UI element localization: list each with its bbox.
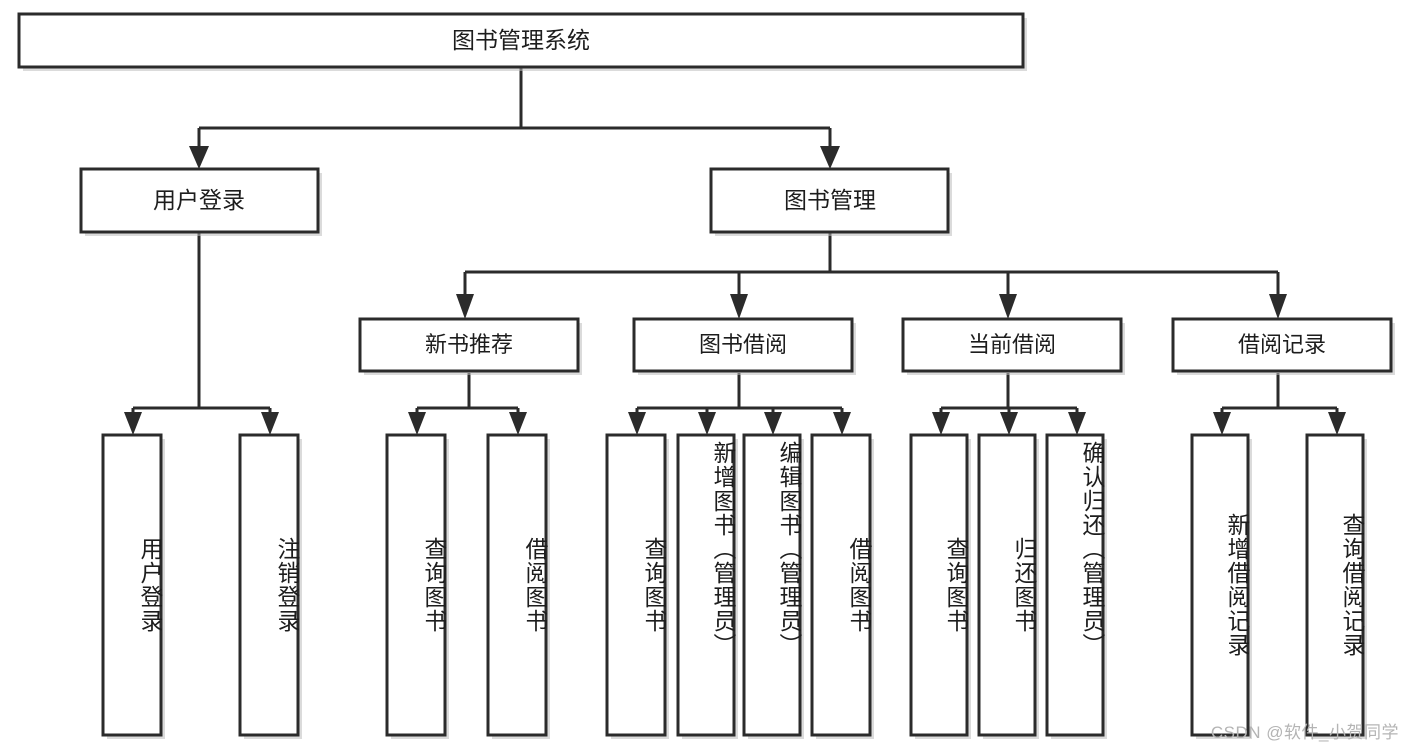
arrow-to-leaf-rec-query: [408, 412, 426, 435]
node-user-login[interactable]: 用户登录: [79, 167, 322, 236]
arrow-to-leaf-rec-borrow: [509, 412, 527, 435]
leaf-boxes: [101, 433, 1367, 739]
current-borrow-label: 当前借阅: [968, 332, 1056, 357]
csdn-watermark: CSDN @软件_小贺同学: [1210, 723, 1399, 742]
node-current-borrow[interactable]: 当前借阅: [901, 317, 1125, 375]
arrow-to-book-borrow: [730, 294, 748, 319]
root-label: 图书管理系统: [452, 27, 590, 53]
arrow-to-leaf-user-login: [124, 412, 142, 435]
book-manage-box[interactable]: [709, 167, 950, 234]
leaf-record-add-box[interactable]: [1190, 433, 1250, 737]
arrow-to-new-book-rec: [456, 294, 474, 319]
leaf-current-confirm-box[interactable]: [1045, 433, 1105, 737]
leaf-borrow-do-box[interactable]: [810, 433, 872, 737]
node-new-book-rec[interactable]: 新书推荐: [358, 317, 582, 375]
arrow-to-leaf-user-logout: [261, 412, 279, 435]
leaf-user-login-box[interactable]: [101, 433, 163, 737]
leaf-borrow-add-box[interactable]: [676, 433, 736, 737]
node-borrow-record[interactable]: 借阅记录: [1171, 317, 1395, 375]
book-manage-label: 图书管理: [784, 187, 876, 213]
user-login-box[interactable]: [79, 167, 320, 234]
user-login-label: 用户登录: [153, 187, 245, 213]
node-book-manage[interactable]: 图书管理: [709, 167, 952, 236]
borrow-record-label: 借阅记录: [1238, 332, 1326, 357]
new-book-rec-label: 新书推荐: [425, 332, 513, 357]
arrow-to-leaf-current-query: [932, 412, 950, 435]
arrow-to-leaf-borrow-add: [698, 412, 716, 435]
book-borrow-box[interactable]: [632, 317, 854, 373]
current-borrow-box[interactable]: [901, 317, 1123, 373]
leaf-user-logout-box[interactable]: [238, 433, 300, 737]
leaf-current-return-box[interactable]: [977, 433, 1037, 737]
leaf-rec-borrow-box[interactable]: [486, 433, 548, 737]
connector-layer: [124, 67, 1346, 435]
leaf-borrow-query-box[interactable]: [605, 433, 667, 737]
arrow-to-leaf-current-confirm: [1068, 412, 1086, 435]
leaf-rec-query-box[interactable]: [385, 433, 447, 737]
arrow-to-leaf-borrow-edit: [764, 412, 782, 435]
arrow-to-leaf-current-return: [1000, 412, 1018, 435]
leaf-borrow-edit-box[interactable]: [742, 433, 802, 737]
arrow-to-leaf-borrow-do: [833, 412, 851, 435]
node-book-borrow[interactable]: 图书借阅: [632, 317, 856, 375]
arrow-to-book-manage: [820, 146, 840, 169]
arrow-to-current-borrow: [999, 294, 1017, 319]
arrow-to-leaf-borrow-query: [628, 412, 646, 435]
new-book-rec-box[interactable]: [358, 317, 580, 373]
borrow-record-box[interactable]: [1171, 317, 1393, 373]
arrow-to-leaf-record-query: [1328, 412, 1346, 435]
leaf-record-query-box[interactable]: [1305, 433, 1365, 737]
node-root[interactable]: 图书管理系统: [17, 12, 1027, 71]
leaf-current-query-box[interactable]: [909, 433, 969, 737]
arrow-to-user-login: [189, 146, 209, 169]
root-box[interactable]: [17, 12, 1025, 69]
arrow-to-borrow-record: [1269, 294, 1287, 319]
book-borrow-label: 图书借阅: [699, 332, 787, 357]
arrow-to-leaf-record-add: [1213, 412, 1231, 435]
